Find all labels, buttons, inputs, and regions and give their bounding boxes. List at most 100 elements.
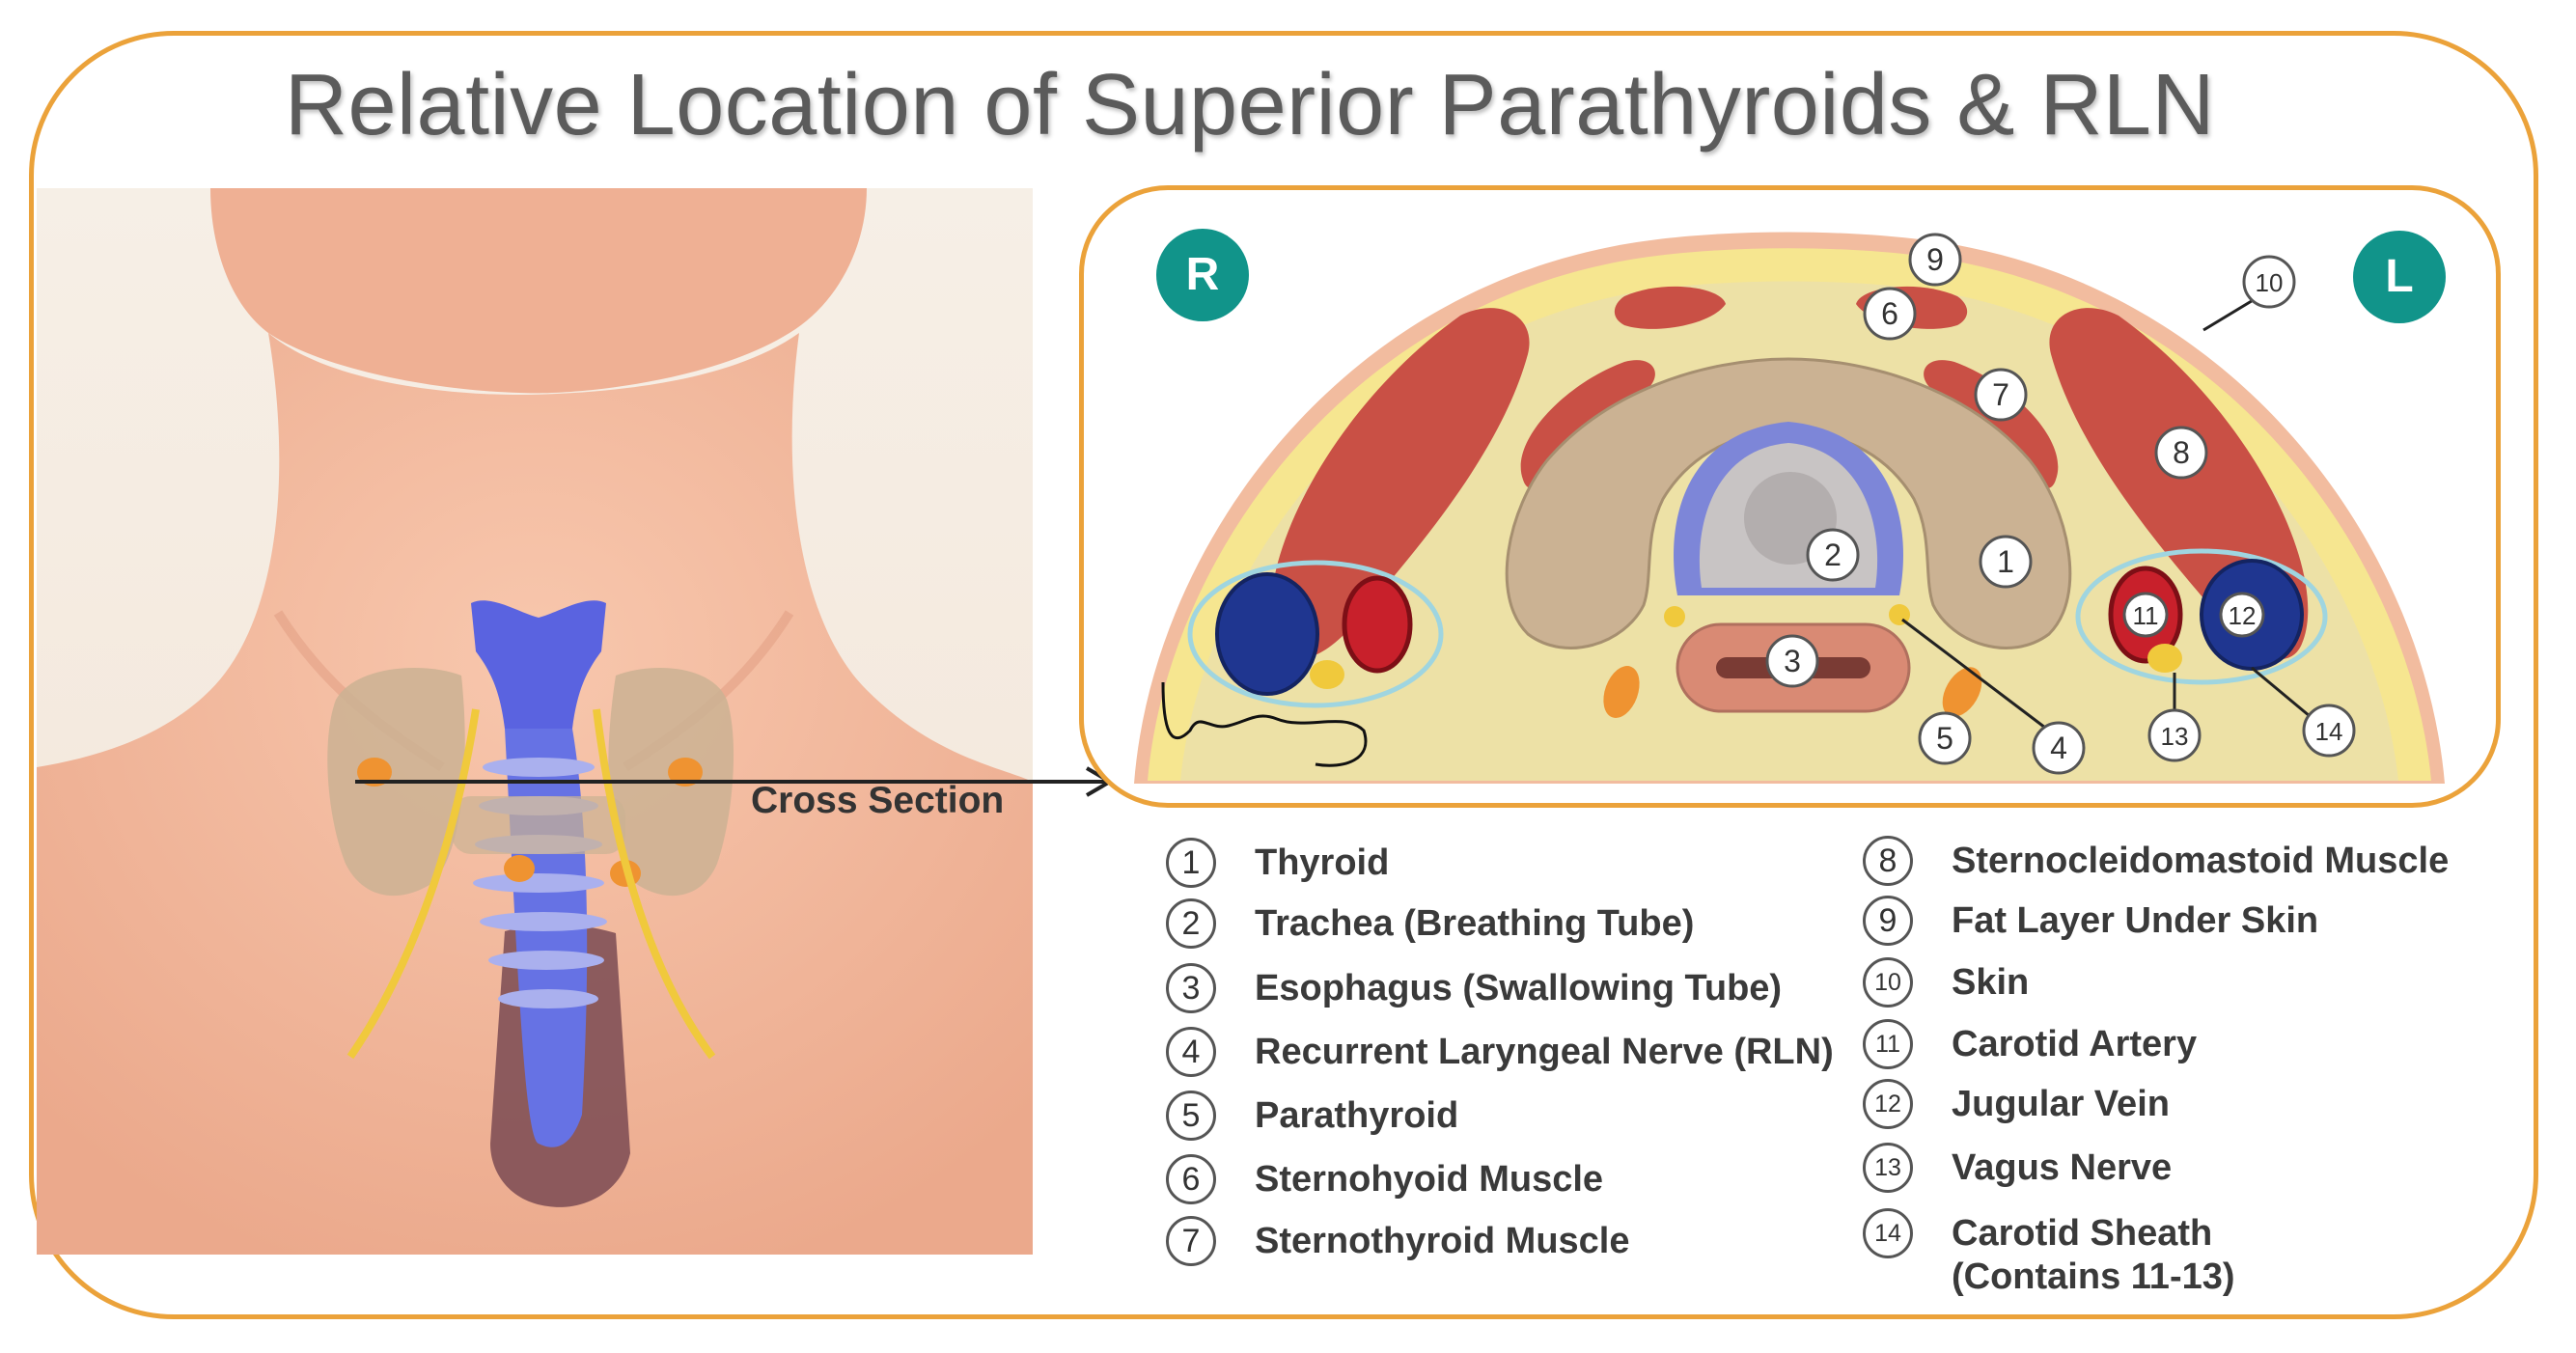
legend-number: 10 [1863,957,1913,1008]
callout-3: 3 [1765,634,1819,688]
legend-number: 11 [1863,1019,1913,1069]
svg-text:4: 4 [2050,731,2067,765]
legend-item-thyroid: 1 Thyroid [1166,838,1390,888]
legend-label: Sternohyoid Muscle [1255,1159,1604,1200]
callout-5: 5 [1918,711,1972,765]
legend-number: 13 [1863,1143,1913,1193]
callout-leader-10 [2202,294,2260,332]
legend-item-sternohyoid: 6 Sternohyoid Muscle [1166,1154,1604,1204]
svg-text:11: 11 [2133,601,2159,630]
legend-item-sternothyroid: 7 Sternothyroid Muscle [1166,1216,1630,1266]
legend-label: Carotid Artery [1952,1024,2198,1064]
recurrent-laryngeal-nerve-right [1664,606,1685,627]
parathyroid-right [1603,666,1640,718]
legend-item-jugular-vein: 12 Jugular Vein [1863,1079,2170,1129]
cross-section-panel: 1 2 3 4 5 6 7 8 9 10 11 12 13 14 R L [1079,185,2501,808]
legend-item-carotid-artery: 11 Carotid Artery [1863,1019,2198,1069]
legend-number: 6 [1166,1154,1216,1204]
callout-14: 14 [2302,704,2356,758]
legend-label: Skin [1952,962,2030,1003]
svg-text:13: 13 [2161,722,2189,751]
jugular-vein-right [1215,572,1319,696]
legend-label: Trachea (Breathing Tube) [1255,903,1695,944]
callout-13: 13 [2147,708,2202,762]
carotid-sheath-left [2075,548,2328,685]
legend-item-sternocleidomastoid: 8 Sternocleidomastoid Muscle [1863,836,2450,886]
svg-text:2: 2 [1824,538,1842,572]
legend-item-trachea: 2 Trachea (Breathing Tube) [1166,898,1695,949]
legend-item-parathyroid: 5 Parathyroid [1166,1091,1459,1141]
callout-11: 11 [2122,592,2169,638]
legend-item-skin: 10 Skin [1863,957,2030,1008]
svg-text:5: 5 [1936,721,1953,756]
recurrent-laryngeal-nerve-left [593,708,716,1060]
svg-text:14: 14 [2315,717,2343,746]
callout-leader-14 [2251,666,2311,718]
legend-label: Thyroid [1255,842,1390,883]
cross-section-label: Cross Section [751,780,1005,821]
neck-illustration [37,188,1033,1255]
artist-signature [1161,681,1368,767]
parathyroid-superior-right [357,758,392,787]
legend-label: Esophagus (Swallowing Tube) [1255,968,1783,1008]
right-side-badge: R [1156,229,1249,321]
page-title: Relative Location of Superior Parathyroi… [284,57,2215,153]
legend-number: 7 [1166,1216,1216,1266]
svg-text:1: 1 [1997,544,2014,579]
legend-label: Recurrent Laryngeal Nerve (RLN) [1255,1032,1834,1072]
legend-number: 4 [1166,1027,1216,1077]
legend-item-rln: 4 Recurrent Laryngeal Nerve (RLN) [1166,1027,1834,1077]
svg-text:6: 6 [1881,296,1898,331]
svg-text:12: 12 [2229,601,2257,630]
legend-number: 3 [1166,963,1216,1013]
parathyroid-left [1942,667,1982,717]
parathyroid-inferior-right [504,855,535,882]
carotid-sheath-right [1187,560,1444,708]
parathyroid-superior-left [668,758,703,787]
carotid-artery-right [1342,575,1413,674]
callout-4: 4 [2032,721,2086,775]
callout-1: 1 [1979,535,2033,589]
legend-item-carotid-sheath: 14 Carotid Sheath (Contains 11-13) [1863,1208,2235,1299]
legend-label: Sternocleidomastoid Muscle [1952,841,2450,881]
recurrent-laryngeal-nerve-right [346,708,480,1060]
callout-10: 10 [2242,255,2296,309]
legend-number: 9 [1863,896,1913,946]
sternohyoid-right [1614,286,1726,329]
legend-number: 5 [1166,1091,1216,1141]
legend-item-esophagus: 3 Esophagus (Swallowing Tube) [1166,963,1783,1013]
svg-text:10: 10 [2256,268,2284,297]
legend-label: Sternothyroid Muscle [1255,1221,1630,1261]
sternocleidomastoid-right [1270,308,1530,660]
svg-text:8: 8 [2173,435,2190,470]
callout-6: 6 [1863,287,1917,341]
vagus-nerve-right [1310,660,1344,689]
svg-text:7: 7 [1992,377,2009,412]
callout-9: 9 [1908,233,1962,287]
legend-number: 8 [1863,836,1913,886]
legend-number: 2 [1166,898,1216,949]
thyroid [1505,357,2072,649]
chin [210,188,867,394]
thyroid-isthmus [452,796,625,854]
legend-number: 12 [1863,1079,1913,1129]
larynx [471,600,606,729]
svg-text:9: 9 [1926,242,1944,277]
left-side-badge: L [2353,231,2446,323]
callout-12: 12 [2219,592,2265,638]
vagus-nerve-left [2147,644,2182,673]
callout-8: 8 [2154,426,2208,480]
legend-number: 14 [1863,1208,1913,1258]
legend-label: Jugular Vein [1952,1084,2170,1124]
legend-number: 1 [1166,838,1216,888]
svg-text:3: 3 [1784,644,1801,678]
legend-label: Parathyroid [1255,1095,1459,1136]
cross-section-drawing: 1 2 3 4 5 6 7 8 9 10 11 12 13 14 [1134,232,2445,784]
callout-2: 2 [1806,528,1860,582]
legend-label: Fat Layer Under Skin [1952,900,2319,941]
callout-7: 7 [1974,368,2028,422]
legend-item-vagus-nerve: 13 Vagus Nerve [1863,1143,2173,1193]
legend-label: Carotid Sheath (Contains 11-13) [1952,1213,2235,1297]
callout-leader-4 [1901,618,2050,732]
legend-label: Vagus Nerve [1952,1147,2173,1188]
